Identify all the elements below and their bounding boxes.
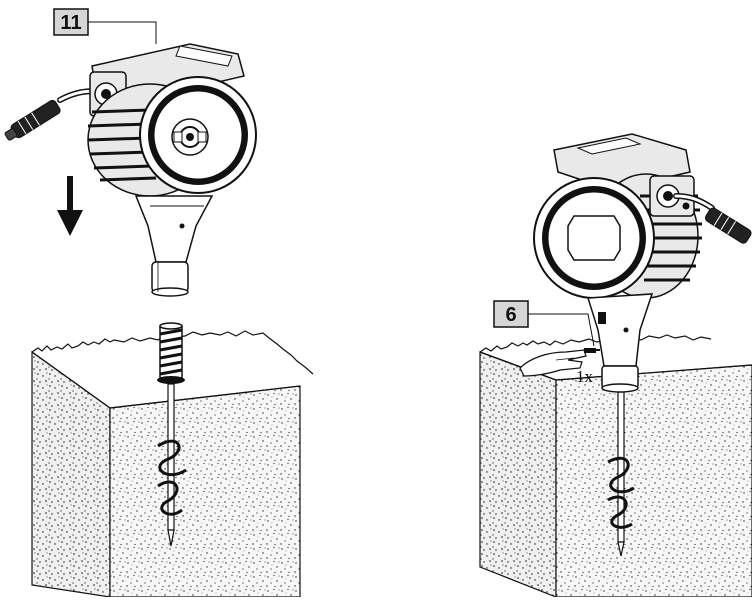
callout-11-leader-line — [88, 21, 157, 44]
soil-block-left — [31, 330, 314, 598]
right-panel: 6 1x — [479, 133, 752, 598]
ground-spike-left — [157, 322, 187, 547]
callout-11: 11 — [53, 8, 157, 44]
hose-connector-left — [4, 88, 103, 141]
hose-reel-device — [87, 43, 257, 297]
hand-with-screw — [519, 348, 600, 377]
callout-6: 6 — [493, 300, 595, 347]
screw-count-label: 1x — [576, 367, 594, 386]
callout-11-label: 11 — [60, 12, 81, 34]
hose-reel-mounted — [533, 133, 752, 393]
callout-6-leader-line — [528, 313, 595, 347]
down-arrow-icon — [57, 176, 83, 236]
callout-6-label: 6 — [505, 304, 516, 326]
left-panel: 11 — [4, 8, 314, 598]
soil-block-right — [479, 334, 752, 598]
